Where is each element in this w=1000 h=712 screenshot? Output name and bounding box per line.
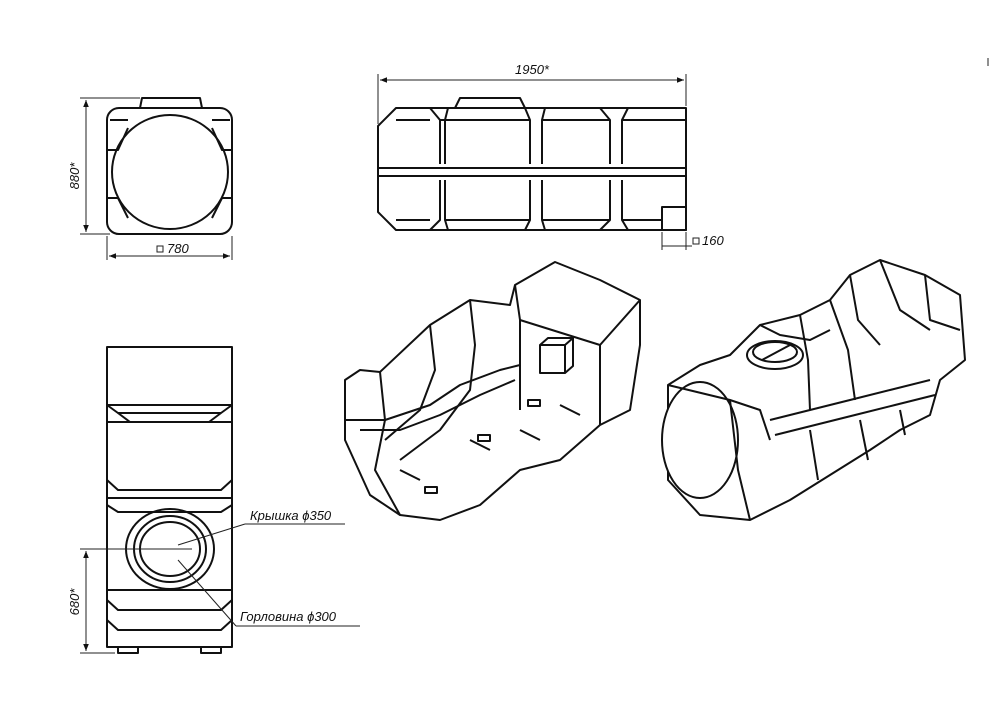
front-height-dimension: 880*	[67, 97, 140, 235]
neck-callout-label: Горловина ϕ300	[240, 609, 337, 624]
lid-callout-label: Крышка ϕ350	[250, 508, 332, 523]
front-height-label: 880*	[67, 162, 82, 190]
side-length-label: 1950*	[515, 62, 550, 77]
outlet-dimension: 160	[661, 232, 724, 250]
front-view	[106, 97, 233, 235]
isometric-view-bottom	[344, 261, 641, 521]
top-height-label: 680*	[67, 588, 82, 616]
square-symbol-icon	[692, 237, 700, 245]
neck-callout: Горловина ϕ300	[177, 559, 360, 627]
square-symbol-icon	[156, 245, 164, 253]
outlet-size-label: 160	[702, 233, 724, 248]
side-length-dimension: 1950*	[377, 62, 687, 124]
top-view	[106, 346, 233, 654]
side-view	[377, 97, 687, 231]
top-height-dimension: 680*	[67, 548, 150, 654]
front-width-label: 780	[167, 241, 189, 256]
lid-callout: Крышка ϕ350	[177, 508, 345, 546]
front-width-dimension: 780	[106, 236, 233, 260]
isometric-view-top	[661, 259, 966, 521]
